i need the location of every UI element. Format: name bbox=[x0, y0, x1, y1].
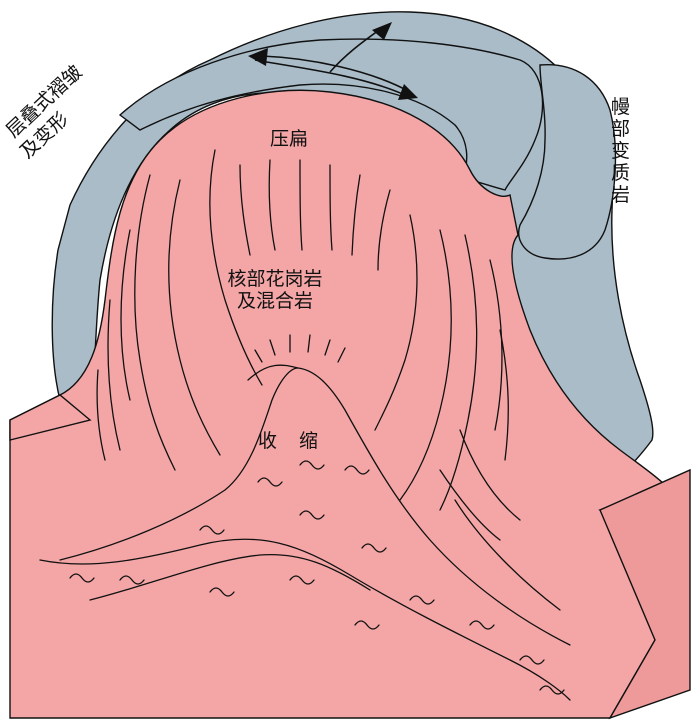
label-mantle-metamorphic-rock: 幔部变质岩 bbox=[611, 96, 631, 206]
core-block-right-side bbox=[599, 468, 691, 720]
label-flattening: 压扁 bbox=[270, 128, 309, 150]
core-dome-body bbox=[9, 89, 667, 719]
core-block-top-left bbox=[9, 394, 92, 441]
label-core-migmatite: 及混合岩 bbox=[236, 290, 313, 312]
label-core-granite: 核部花岗岩 bbox=[227, 268, 323, 290]
mantle-right-lobe bbox=[518, 64, 617, 260]
label-shrink-a: 收 bbox=[258, 430, 278, 452]
squiggle-marks bbox=[69, 460, 565, 695]
arrow-heads bbox=[248, 22, 418, 100]
label-shrink-b: 缩 bbox=[299, 430, 319, 452]
foliation-lines bbox=[39, 149, 571, 701]
label-core-rocks: 核部花岗岩 及混合岩 bbox=[200, 268, 350, 312]
mantle-middle-layer bbox=[118, 38, 544, 191]
label-shrinkage: 收缩 bbox=[258, 430, 318, 452]
